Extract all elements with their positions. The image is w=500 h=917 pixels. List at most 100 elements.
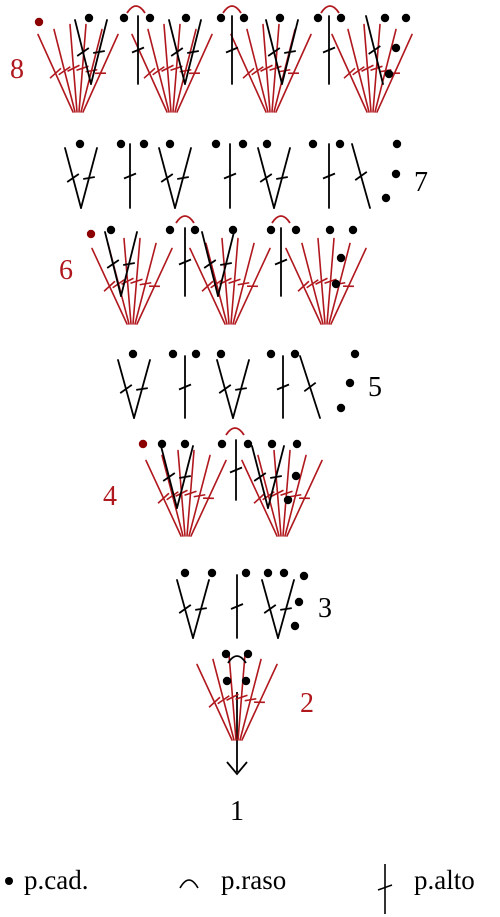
stitch-crossbar	[83, 176, 95, 180]
stitch-symbol-9	[277, 579, 295, 639]
row-label-3: 3	[318, 593, 332, 624]
stitch-crossbar	[123, 172, 137, 180]
row8-slip-arc	[126, 5, 146, 14]
stitch-symbol-55	[201, 231, 219, 297]
stitch-symbol-27	[229, 439, 243, 501]
chain-dot	[392, 139, 402, 149]
stitch-crossbar	[131, 46, 145, 54]
stitch-crossbar	[136, 387, 148, 391]
stitch-symbol-4	[239, 658, 262, 741]
row-label-5: 5	[368, 372, 382, 403]
stitch-crossbar	[361, 64, 374, 72]
chain-dot	[336, 403, 346, 413]
stitch-crossbar	[324, 278, 337, 285]
row-label-8: 8	[10, 54, 24, 85]
stitch-crossbar	[276, 176, 288, 180]
stitch-crossbar	[178, 604, 192, 614]
stitch-symbol-17	[241, 459, 278, 537]
stitch-symbol-12	[161, 454, 184, 537]
stitch-symbol-19	[271, 449, 284, 537]
stitch-crossbar	[306, 279, 319, 289]
stitch-crossbar	[230, 603, 244, 610]
chain-dot	[241, 568, 251, 578]
chain-dot	[145, 13, 155, 23]
stitch-symbol-52	[330, 247, 367, 325]
stitch-crossbar	[184, 490, 197, 497]
stitch-crossbar	[235, 694, 248, 701]
chain-dot	[325, 225, 335, 235]
stitch-symbol-89	[361, 23, 374, 113]
arc-icon	[179, 879, 199, 889]
stitch-crossbar	[276, 383, 290, 391]
stitch-symbol-59	[64, 147, 82, 209]
chain-dot	[243, 649, 253, 659]
stitch-symbol-30	[216, 359, 234, 419]
stitch-crossbar	[343, 67, 356, 79]
row-label-1: 1	[230, 796, 244, 827]
stitch-symbol-21	[284, 454, 307, 537]
chain-dot	[238, 139, 248, 149]
stitch-symbol-100	[225, 15, 239, 85]
stitch-symbol-8	[261, 579, 279, 639]
stitch-crossbar	[193, 493, 206, 498]
stitch-symbol-86	[275, 33, 312, 113]
stitch-symbol-41	[189, 247, 226, 325]
stitch-symbol-71	[67, 23, 80, 113]
stitch-crossbar	[368, 45, 381, 55]
stitch-symbol-10	[230, 574, 244, 639]
chain-dot	[263, 568, 273, 578]
chain-dot	[291, 471, 301, 481]
stitch-crossbar	[269, 65, 282, 72]
chain-dot	[191, 349, 201, 359]
stitch-symbol-95	[168, 19, 186, 85]
chain-dot	[275, 13, 285, 23]
stitch-symbol-60	[80, 147, 98, 209]
row-label-6: 6	[59, 255, 73, 286]
stitch-crossbar	[123, 262, 135, 266]
stitch-symbol-54	[120, 231, 138, 297]
stitch-symbol-66	[223, 143, 237, 209]
chain-dot	[106, 225, 116, 235]
stitch-symbol-23	[160, 445, 178, 509]
stitch-symbol-80	[176, 33, 213, 113]
stitch-symbol-82	[246, 28, 269, 113]
stitch-symbol-88	[347, 28, 370, 113]
stitch-crossbar	[178, 258, 192, 266]
stitch-symbol-64	[273, 147, 291, 209]
chain-dot	[190, 225, 200, 235]
dot-icon	[5, 877, 13, 885]
stitch-crossbar	[139, 281, 152, 286]
stitch-symbol-102	[365, 15, 384, 85]
chain-dot	[84, 13, 94, 23]
stitch-symbol-101	[322, 15, 336, 85]
stitch-crossbar	[218, 384, 232, 394]
stitch-crossbar	[253, 492, 266, 504]
chain-dot	[180, 439, 190, 449]
chain-dot	[222, 676, 232, 686]
chain-dot	[228, 225, 238, 235]
stitch-symbol-87	[331, 33, 368, 113]
chain-dot	[384, 69, 394, 79]
stitch-symbol-15	[188, 454, 211, 537]
stitch-symbol-29	[133, 359, 151, 419]
stitch-crossbar	[271, 489, 284, 497]
stitch-crossbar	[187, 50, 199, 54]
stitch-crossbar	[226, 693, 239, 701]
chain-dot	[75, 139, 85, 149]
stitch-crossbar	[166, 491, 179, 501]
stitch-crossbar	[322, 46, 336, 54]
row2-slip-arc	[227, 655, 247, 664]
stitch-symbol-44	[228, 237, 241, 325]
stitch-symbol-99	[131, 15, 145, 85]
chain-dot	[217, 439, 227, 449]
stitch-symbol-34	[299, 355, 321, 419]
stitch-crossbar	[201, 280, 214, 292]
stitch-crossbar	[103, 280, 116, 292]
stitch-crossbar	[280, 607, 292, 611]
stitch-crossbar	[280, 490, 293, 497]
stitch-symbol-24	[176, 445, 194, 509]
chain-dot	[216, 13, 226, 23]
stitch-crossbar	[274, 258, 288, 266]
stitch-crossbar	[244, 697, 257, 702]
chain-dot	[181, 13, 191, 23]
